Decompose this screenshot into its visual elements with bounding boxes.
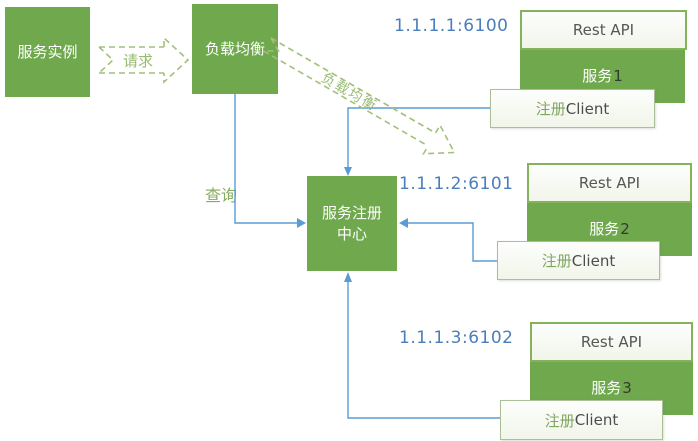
service1-register-client-label-en: Client [565, 99, 610, 118]
service2-rest-api-label: Rest API [578, 174, 641, 192]
service3-rest-api-label: Rest API [580, 333, 643, 351]
service1-rest-api-label: Rest API [572, 21, 635, 39]
load-balance-arrow-outline [263, 37, 456, 155]
request-arrow: 请求 [98, 36, 190, 84]
connector-client3-to-registry [347, 281, 500, 419]
service1-name: 服务 [582, 66, 613, 85]
query-label: 查询 [205, 186, 238, 205]
service2-register-client-label-cn: 注册 [541, 252, 572, 270]
arrowhead-registry-left [297, 218, 306, 228]
service2-rest-api-box: Rest API [527, 163, 692, 203]
service3-register-client-label-en: Client [574, 411, 619, 429]
ip-label-service3: 1.1.1.3:6102 [399, 328, 514, 348]
node-service-registry: 服务注册 中心 [307, 176, 397, 271]
service3-number: 3 [622, 378, 632, 397]
arrowhead-registry-top [344, 167, 352, 176]
connector-client2-to-registry [408, 222, 497, 262]
connector-loadbalancer-to-registry [234, 94, 297, 224]
request-arrow-outline [98, 36, 190, 84]
service1-rest-api-box: Rest API [520, 10, 687, 50]
arrowhead-registry-bottom [344, 272, 352, 282]
node-service-registry-label-line2: 中心 [336, 224, 367, 243]
node-load-balancer: 负载均衡 [192, 4, 278, 94]
service2-name: 服务 [589, 219, 620, 238]
service2-number: 2 [620, 219, 630, 238]
service3-rest-api-box: Rest API [530, 322, 693, 362]
node-service-registry-label-line1: 服务注册 [321, 204, 382, 223]
request-arrow-label: 请求 [123, 52, 153, 70]
service1-number: 1 [613, 66, 623, 85]
ip-label-service2: 1.1.1.2:6101 [399, 174, 514, 194]
connector-client1-to-registry [347, 107, 490, 168]
arrowhead-registry-right [399, 218, 408, 228]
load-balance-arrow-label: 负载均衡 [318, 70, 380, 115]
ip-label-service1: 1.1.1.1:6100 [394, 16, 509, 36]
service2-register-client-label-en: Client [571, 251, 616, 270]
load-balance-arrow: 负载均衡 [263, 37, 456, 155]
node-service-instance-label: 服务实例 [17, 42, 78, 61]
service3-name: 服务 [591, 378, 622, 397]
service3-register-client-label-cn: 注册 [544, 411, 575, 430]
node-load-balancer-label: 负载均衡 [204, 39, 265, 58]
service1-register-client-label-cn: 注册 [535, 100, 566, 118]
node-service-instance: 服务实例 [5, 7, 90, 97]
